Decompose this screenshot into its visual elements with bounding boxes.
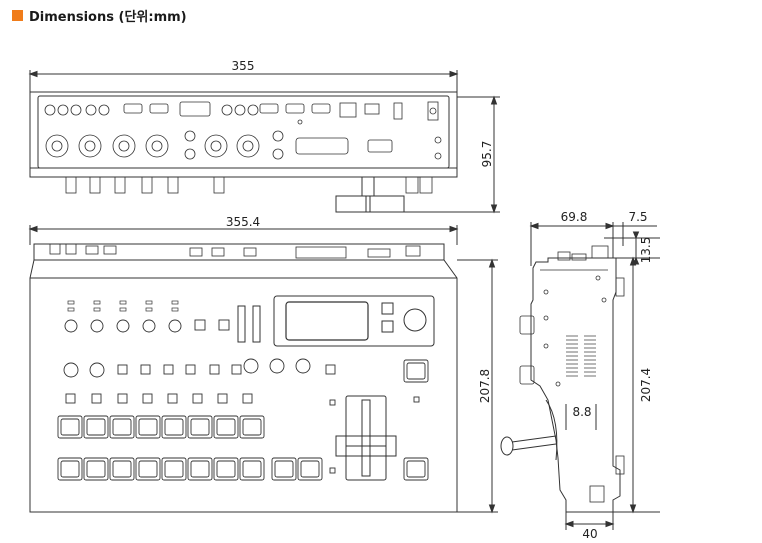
section-header: Dimensions (단위:mm) xyxy=(12,6,187,25)
side-bottom-label: 40 xyxy=(582,527,597,541)
side-height-label: 207.4 xyxy=(639,368,653,402)
top-width-label: 355.4 xyxy=(226,215,260,229)
side-offset-label: 7.5 xyxy=(628,210,647,224)
side-inner-label: 8.8 xyxy=(572,405,591,419)
side-depth-label: 69.8 xyxy=(561,210,588,224)
rear-width-label: 355 xyxy=(232,59,255,73)
side-height-top-label: 13.5 xyxy=(639,237,653,264)
section-title: Dimensions (단위:mm) xyxy=(29,9,187,25)
rear-view: 355 xyxy=(28,59,500,214)
top-depth-label: 207.8 xyxy=(478,369,492,403)
rear-height-label: 95.7 xyxy=(480,141,494,168)
side-view: 69.8 7.5 13.5 xyxy=(500,210,660,541)
top-view: 355.4 xyxy=(28,215,498,514)
orange-square-icon xyxy=(12,9,23,21)
